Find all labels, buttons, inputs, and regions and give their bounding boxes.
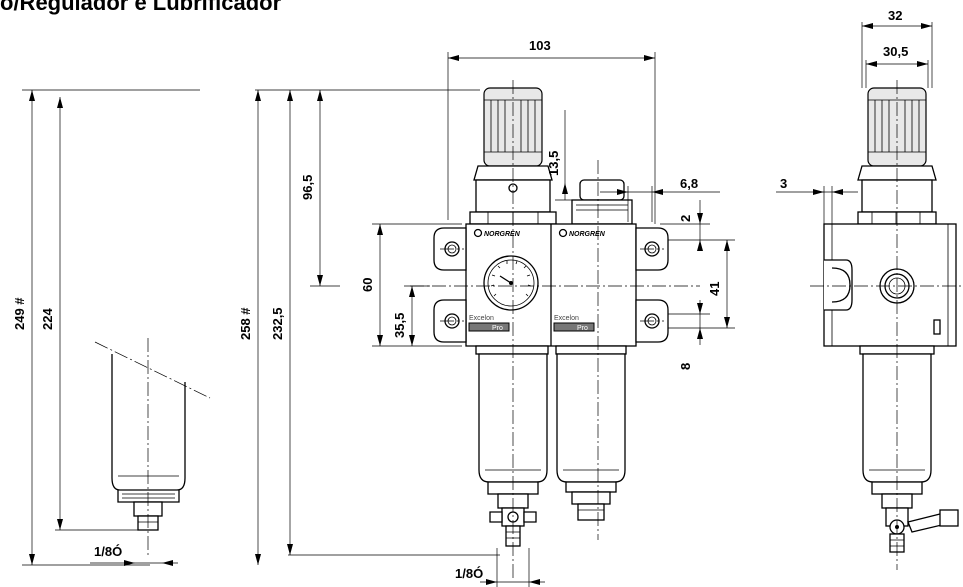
dim-mount-spacing: 41 (707, 282, 722, 296)
dim-lub-step: 6,8 (680, 176, 698, 191)
dim-side-width: 32 (888, 8, 902, 23)
dim-knob-offset: 13,5 (546, 151, 561, 176)
dim-side-inner-width: 30,5 (883, 44, 908, 59)
frl-side-view (810, 80, 963, 570)
frl-front-view: NORGREN NORGREN Excelon Pro Excelon Pro (410, 80, 700, 580)
dim-small-gap: 2 (678, 215, 693, 222)
dim-block-height: 60 (360, 278, 375, 292)
dim-total-width: 103 (529, 38, 551, 53)
dim-top-to-port: 96,5 (300, 175, 315, 200)
dim-drain-center: 1/8Ó (455, 566, 483, 581)
dim-drain-left: 1/8Ó (94, 544, 122, 559)
model-tag-left-line1: Excelon (469, 315, 494, 322)
bowl-detail-view (94, 338, 211, 556)
model-tag-left-line2: Pro (492, 325, 503, 332)
center-dimension-lines (255, 52, 735, 587)
dim-side-offset: 3 (780, 176, 787, 191)
model-tag-right-line2: Pro (577, 325, 588, 332)
dim-bowl-removal-a: 249 # (12, 297, 27, 330)
dim-overall-height-b: 232,5 (270, 307, 285, 340)
model-tag-right-line1: Excelon (554, 315, 579, 322)
dim-slot-width: 8 (678, 363, 693, 370)
brand-label-left: NORGREN (484, 231, 521, 238)
dim-bowl-length: 224 (40, 308, 55, 330)
dim-overall-height-a: 258 # (238, 307, 253, 340)
right-dimension-lines (776, 22, 933, 224)
left-dimension-lines (22, 89, 200, 566)
dim-port-offset: 35,5 (392, 313, 407, 338)
brand-label-right: NORGREN (569, 231, 606, 238)
drawing-title: o/Regulador e Lubrificador (0, 0, 282, 15)
